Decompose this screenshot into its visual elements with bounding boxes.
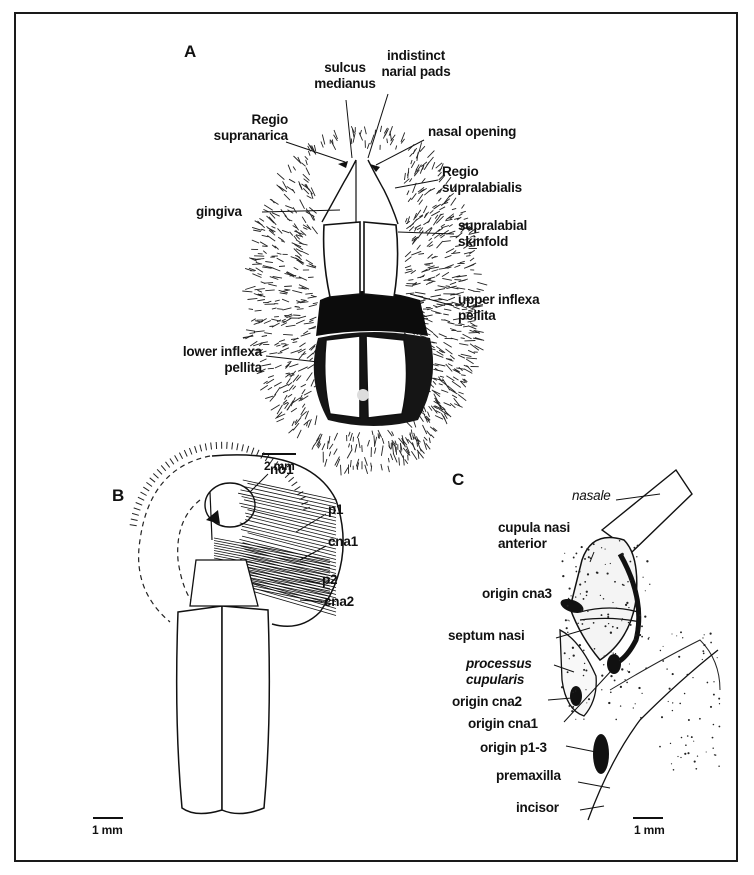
label-lower-inflexa-pellita: lower inflexa pellita — [150, 344, 262, 376]
panel-c-drawing — [559, 470, 721, 820]
label-cupula-nasi-anterior: cupula nasi anterior — [498, 520, 570, 552]
tongue-spot — [357, 389, 369, 401]
label-indistinct-narial-pads: indistinct narial pads — [364, 48, 468, 80]
label-p1: p1 — [328, 502, 343, 518]
label-origin-cna3: origin cna3 — [482, 586, 552, 602]
label-upper-inflexa-pellita: upper inflexa pellita — [458, 292, 539, 324]
label-premaxilla: premaxilla — [496, 768, 561, 784]
label-incisor: incisor — [516, 800, 559, 816]
lower-incisor-right — [366, 336, 407, 418]
label-gingiva: gingiva — [196, 204, 242, 220]
label-nasal-opening: nasal opening — [428, 124, 516, 140]
upper-incisor-left — [324, 222, 360, 297]
label-regio-supralabialis: Regio supralabialis — [442, 164, 522, 196]
premaxilla-block — [190, 560, 258, 606]
arrow-head — [206, 510, 220, 524]
label-nasale: nasale — [572, 488, 611, 504]
scale-label-b: 1 mm — [92, 822, 123, 838]
panel-b-drawing — [93, 442, 343, 818]
label-origin-cna2: origin cna2 — [452, 694, 522, 710]
panel-a-letter: A — [184, 42, 196, 62]
gingiva-outline — [322, 160, 398, 224]
scale-label-c: 1 mm — [634, 822, 665, 838]
lower-incisor-left — [325, 336, 360, 418]
label-origin-p1-3: origin p1-3 — [480, 740, 547, 756]
incisor-left — [177, 606, 222, 814]
label-no1: no1 — [270, 462, 293, 478]
label-processus-cupularis: processus cupularis — [466, 656, 532, 688]
label-p2: p2 — [322, 572, 337, 588]
origin-p1-3-mark — [593, 734, 609, 774]
left-nostril — [338, 161, 348, 168]
label-cna1: cna1 — [328, 534, 358, 550]
incisor-right — [222, 606, 269, 814]
panel-b-letter: B — [112, 486, 124, 506]
panel-c-letter: C — [452, 470, 464, 490]
label-supralabial-skinfold: supralabial skinfold — [458, 218, 527, 250]
label-cna2: cna2 — [324, 594, 354, 610]
label-regio-supranarica: Regio supranarica — [188, 112, 288, 144]
upper-incisor-right — [364, 222, 398, 297]
label-septum-nasi: septum nasi — [448, 628, 525, 644]
origin-cna1-mark — [607, 654, 621, 674]
origin-cna2-mark — [570, 686, 582, 706]
label-origin-cna1: origin cna1 — [468, 716, 538, 732]
mouth-dark-region — [316, 291, 428, 336]
